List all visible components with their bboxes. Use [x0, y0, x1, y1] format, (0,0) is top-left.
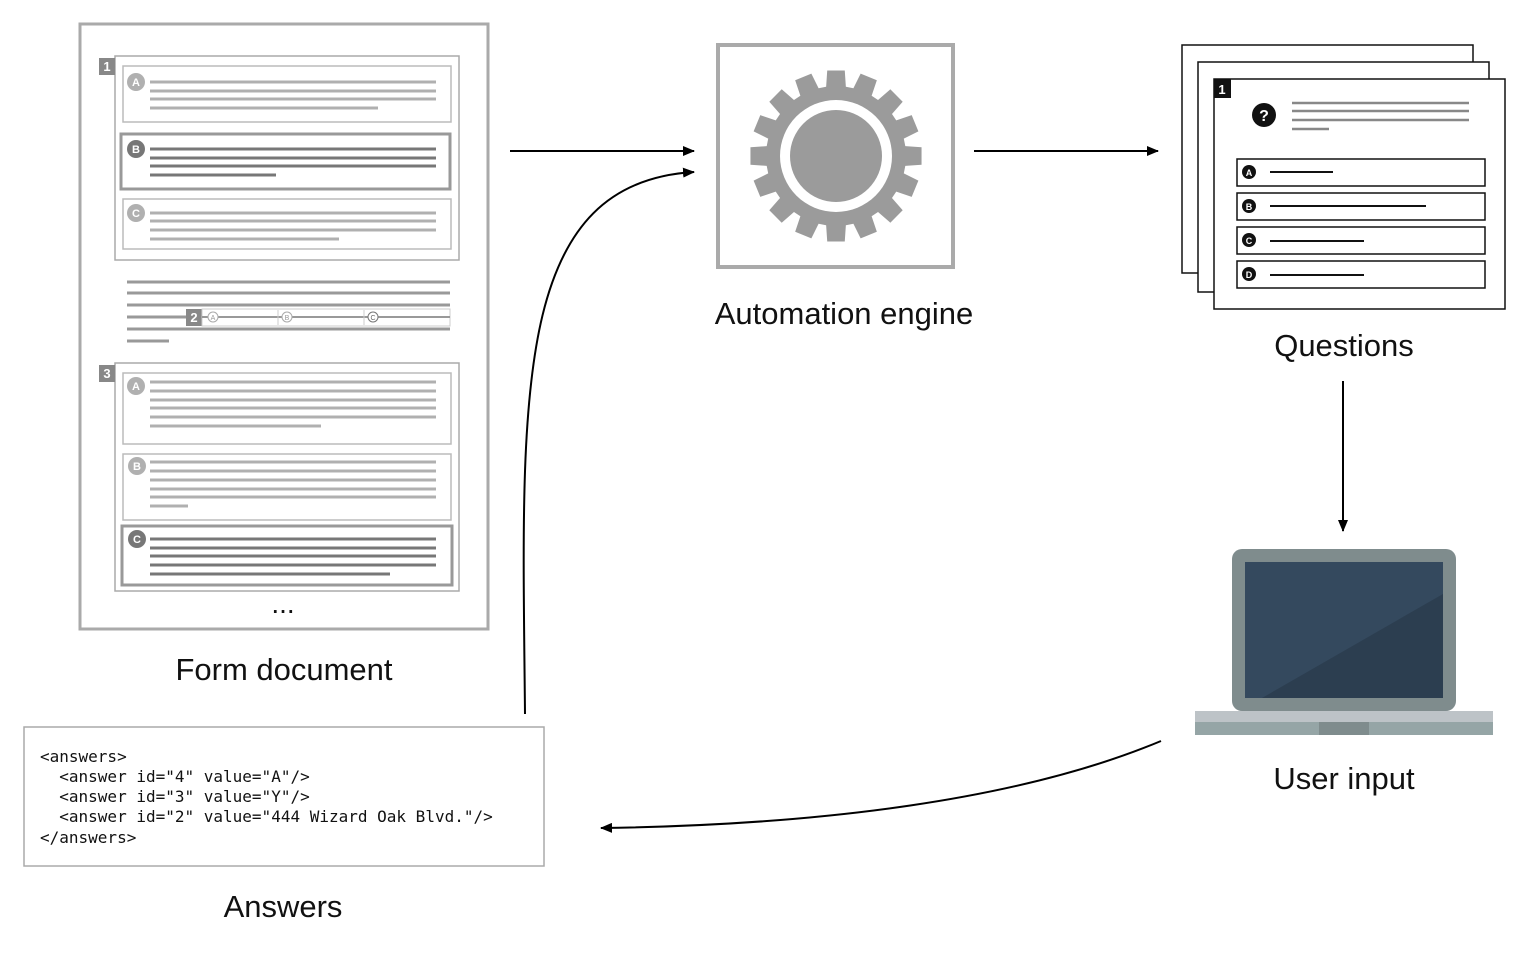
- code-line-5: </answers>: [40, 828, 136, 847]
- question-mark-glyph: ?: [1259, 108, 1269, 125]
- option-a-badge: A: [132, 381, 140, 393]
- inline-option-a: A: [211, 315, 216, 322]
- option-a-box: A: [122, 65, 452, 123]
- choice-b-badge: B: [1246, 202, 1253, 212]
- questions-stack: 1 ? A B C: [1181, 44, 1506, 310]
- option-b-badge: B: [133, 461, 141, 473]
- form-document-label: Form document: [175, 652, 392, 687]
- automation-engine-box: [716, 43, 955, 269]
- gear-icon: [750, 70, 922, 242]
- section-number-1: 1: [103, 59, 110, 74]
- inline-option-c: C: [370, 315, 375, 322]
- form-section-1: 1 A B C: [99, 55, 460, 261]
- choice-d-badge: D: [1246, 270, 1253, 280]
- option-a-box: A: [122, 372, 452, 445]
- arrow-answers-to-engine: [522, 167, 695, 715]
- choice-a-badge: A: [1246, 168, 1253, 178]
- option-c-box: C: [122, 198, 452, 250]
- option-c-box-selected: C: [120, 524, 454, 587]
- code-line-2: <answer id="4" value="A"/>: [40, 767, 310, 786]
- form-section-3: 3 A B: [99, 362, 460, 592]
- user-input-label: User input: [1273, 761, 1415, 796]
- answer-choice-a: A: [1236, 158, 1486, 187]
- choice-c-badge: C: [1246, 236, 1253, 246]
- option-b-badge: B: [132, 144, 140, 156]
- form-ellipsis: ...: [271, 588, 294, 619]
- automation-engine-label: Automation engine: [715, 296, 974, 331]
- questions-label: Questions: [1274, 328, 1414, 363]
- code-line-4: <answer id="2" value="444 Wizard Oak Blv…: [40, 807, 493, 826]
- question-card: 1 ? A B C: [1213, 78, 1506, 310]
- arrow-laptop-to-answers: [600, 740, 1162, 833]
- inline-option-b: B: [285, 315, 290, 322]
- option-a-badge: A: [132, 77, 140, 89]
- option-c-badge: C: [133, 534, 141, 546]
- arrows: [510, 146, 1348, 833]
- question-number: 1: [1218, 82, 1225, 97]
- option-b-box-selected: B: [119, 132, 452, 191]
- section-number-2: 2: [190, 310, 197, 325]
- code-line-1: <answers>: [40, 747, 127, 766]
- answers-label: Answers: [224, 889, 343, 924]
- form-section-2: 2 A B C: [127, 280, 451, 343]
- option-c-badge: C: [132, 208, 140, 220]
- answer-choice-c: C: [1236, 226, 1486, 255]
- code-line-3: <answer id="3" value="Y"/>: [40, 787, 310, 806]
- answers-code-box: <answers> <answer id="4" value="A"/> <an…: [23, 726, 545, 867]
- section-number-3: 3: [103, 366, 110, 381]
- form-document: 1 A B C: [78, 22, 490, 631]
- laptop-icon: [1195, 549, 1493, 735]
- answer-choice-d: D: [1236, 260, 1486, 289]
- option-b-box: B: [122, 453, 452, 521]
- question-mark-icon: [1252, 103, 1276, 127]
- answer-choice-b: B: [1236, 192, 1486, 221]
